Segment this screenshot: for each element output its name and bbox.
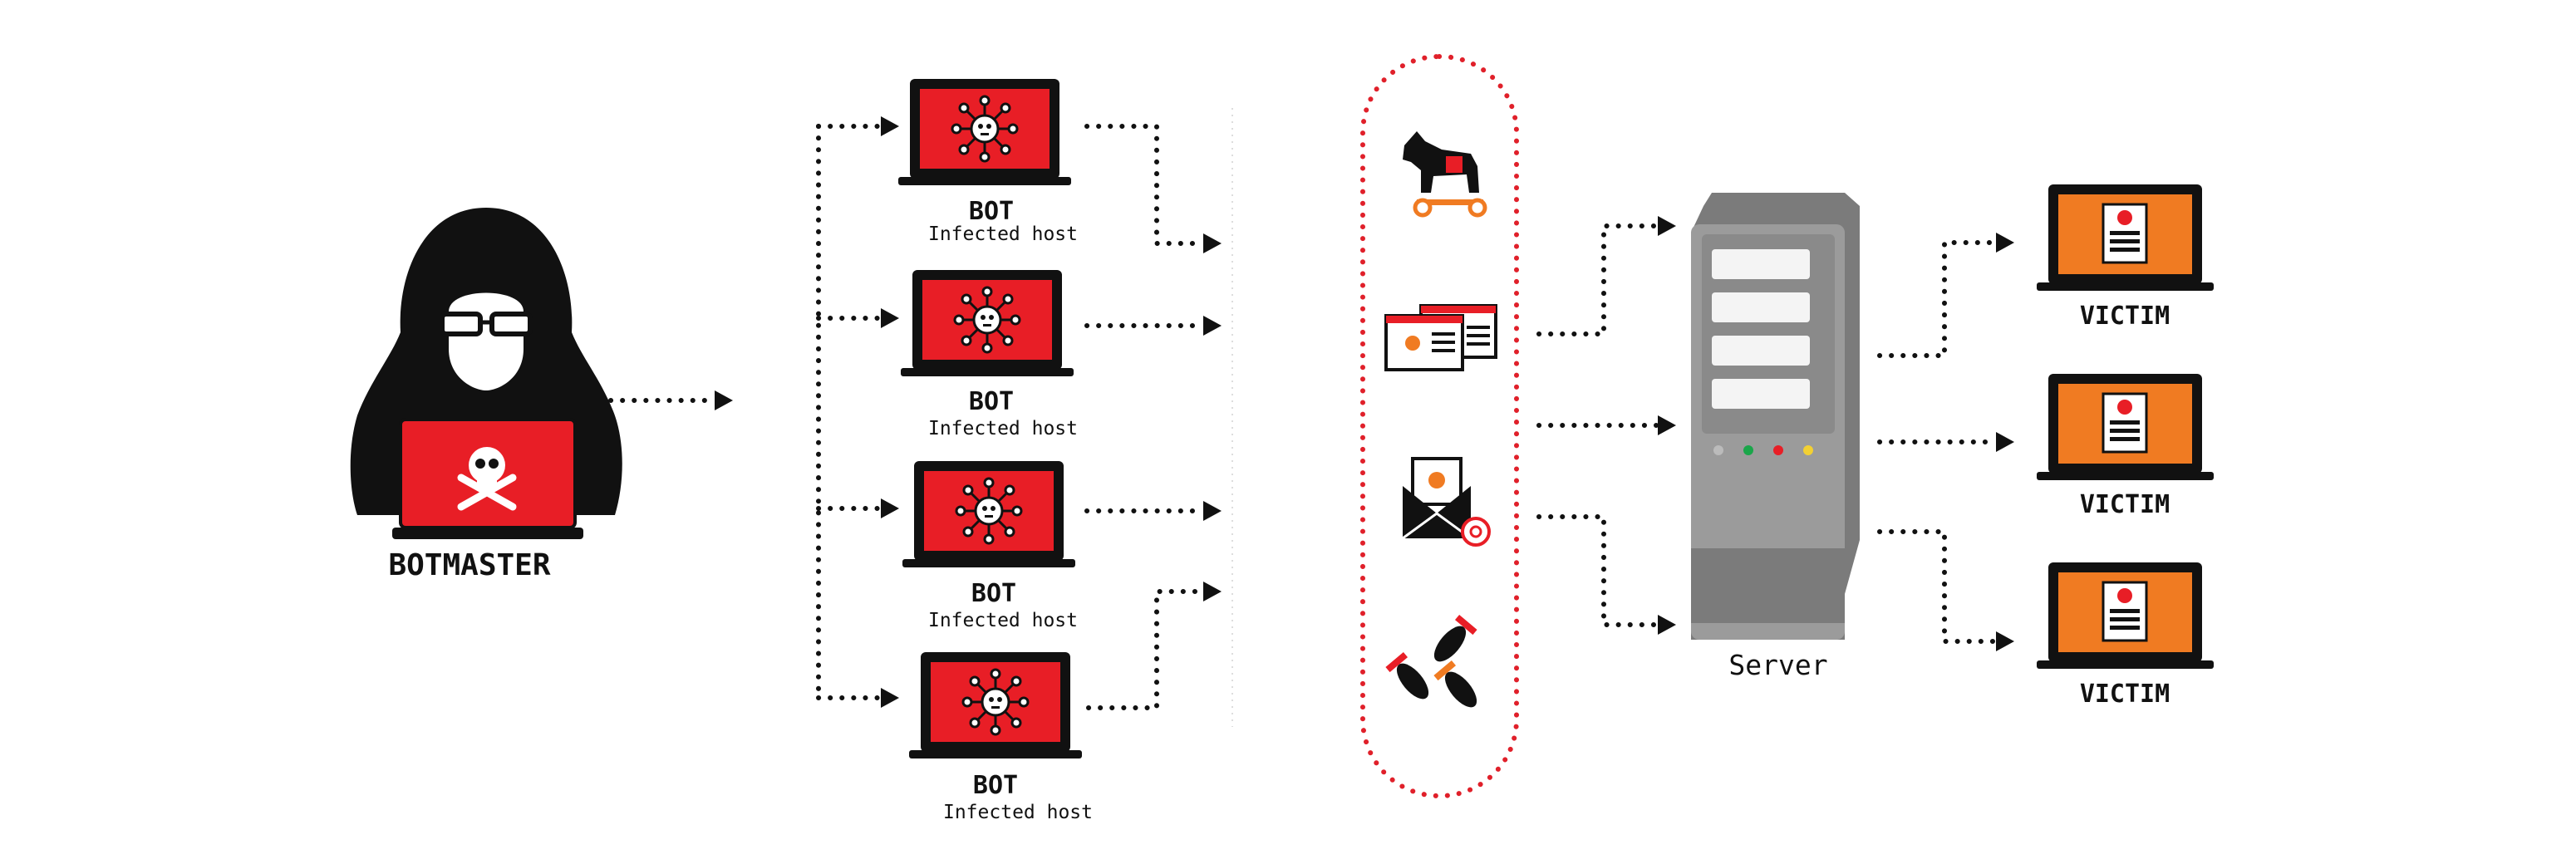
botmaster-figure	[350, 208, 622, 539]
skull-crossbones-icon	[457, 447, 517, 511]
bot-node: BOT Infected host	[898, 79, 1078, 245]
bot-sublabel: Infected host	[928, 223, 1078, 245]
bot-laptop-icon	[902, 461, 1075, 567]
victim-label: VICTIM	[2080, 680, 2170, 709]
bot-node: BOT Infected host	[909, 652, 1093, 823]
bot-laptop-icon	[909, 652, 1082, 758]
bot-branch-arrows	[816, 116, 899, 708]
victim-node: VICTIM	[2035, 183, 2215, 331]
server-output-arrows	[1877, 233, 2014, 651]
bot-node: BOT Infected host	[901, 270, 1078, 439]
bot-label: BOT	[969, 197, 1014, 226]
victim-laptop-icon	[2035, 372, 2215, 482]
victim-label: VICTIM	[2080, 490, 2170, 519]
glasses-icon	[440, 312, 533, 336]
bot-label: BOT	[969, 387, 1014, 416]
bot-laptop-icon	[901, 270, 1074, 376]
victim-laptop-icon	[2035, 561, 2215, 670]
bot-laptop-icon	[898, 79, 1071, 185]
victim-node: VICTIM	[2035, 372, 2215, 519]
phishing-email-icon	[1402, 457, 1491, 547]
bot-output-arrows	[1084, 124, 1222, 710]
bombs-icon	[1385, 614, 1477, 708]
victim-label: VICTIM	[2080, 302, 2170, 331]
malware-webpage-icon	[1384, 304, 1497, 371]
bot-label: BOT	[973, 771, 1018, 800]
bot-sublabel: Infected host	[928, 418, 1078, 439]
arrow-head	[715, 390, 733, 410]
bot-label: BOT	[971, 579, 1016, 608]
bot-node: BOT Infected host	[902, 461, 1078, 631]
botmaster-label: BOTMASTER	[388, 548, 550, 582]
bot-sublabel: Infected host	[928, 610, 1078, 631]
victim-laptop-icon	[2035, 183, 2215, 292]
server-icon	[1691, 193, 1860, 640]
vector-output-arrows	[1536, 216, 1676, 635]
bot-sublabel: Infected host	[943, 802, 1093, 823]
trojan-horse-icon	[1403, 131, 1487, 218]
victim-node: VICTIM	[2035, 561, 2215, 709]
attack-vectors-border	[1360, 54, 1519, 798]
server-label: Server	[1728, 649, 1827, 681]
